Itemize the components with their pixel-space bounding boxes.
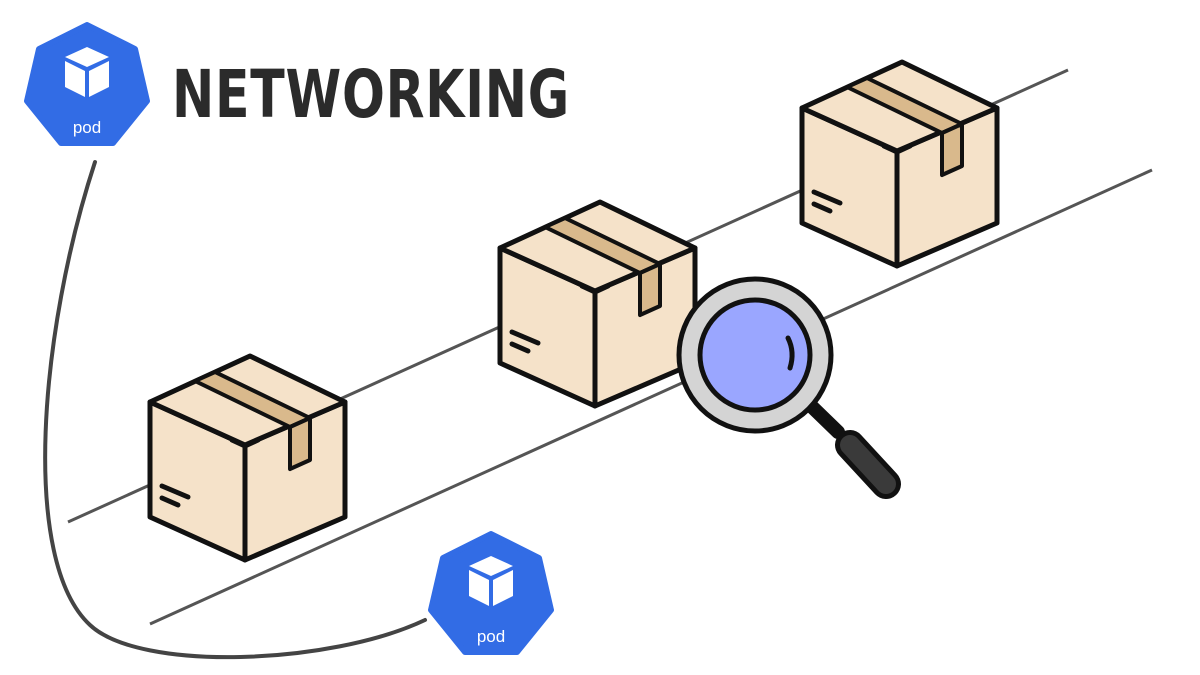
package-box-icon (802, 62, 997, 266)
page-title: NETWORKING (172, 56, 570, 133)
kubernetes-pod-icon: pod (23, 21, 151, 147)
package-box-icon (150, 356, 345, 560)
kubernetes-pod-icon: pod (427, 530, 555, 656)
magnifying-glass-icon (676, 276, 901, 499)
pod-connection-cable (43, 160, 427, 660)
belt-front-line (149, 168, 1153, 626)
package-box-icon (500, 202, 695, 406)
pod-label: pod (477, 627, 505, 646)
pod-label: pod (73, 118, 101, 137)
